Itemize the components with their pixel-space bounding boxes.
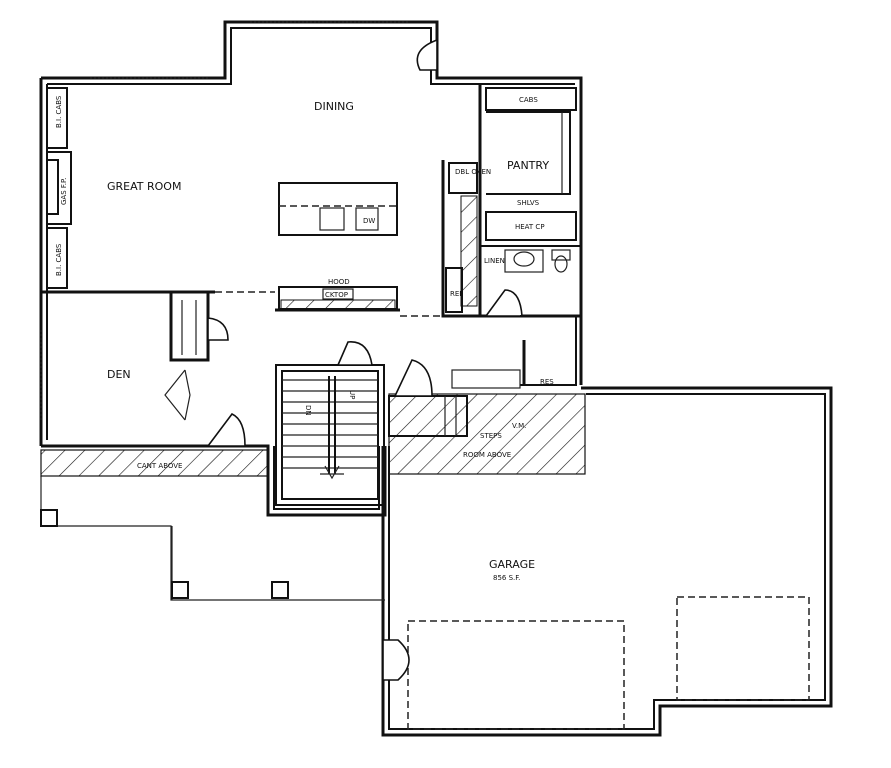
porch (40, 476, 385, 601)
fixture-labels: B.I. CABS GAS F.P. B.I. CABS CABS SHLVS … (55, 95, 554, 470)
great-room-interior (41, 38, 480, 318)
den-interior (40, 292, 246, 447)
dn-label: DN (304, 405, 312, 416)
bi-cabs-top-label: B.I. CABS (55, 95, 63, 128)
bi-cabs-bottom-label: B.I. CABS (55, 243, 63, 276)
garage-door-swing (382, 639, 410, 681)
cabs-label: CABS (519, 96, 538, 104)
room-above-label: ROOM ABOVE (463, 451, 511, 459)
shlvs-label: SHLVS (517, 199, 540, 207)
dw-label: DW (363, 217, 375, 225)
res-label: RES (540, 378, 554, 386)
garage-area-label: 856 S.F. (493, 574, 520, 582)
cktop-label: CKTOP (325, 291, 348, 299)
pantry-block (478, 84, 581, 386)
vm-label: V.M. (512, 422, 526, 430)
up-label: UP (348, 390, 356, 399)
hood-label: HOOD (328, 278, 350, 286)
gas-fp-label: GAS F.P. (60, 178, 68, 205)
den-label: DEN (107, 368, 131, 381)
heat-cp-label: HEAT CP (515, 223, 545, 231)
cant-above-label: CANT ABOVE (137, 462, 182, 470)
staircase (275, 341, 521, 506)
great-room-label: GREAT ROOM (107, 180, 181, 193)
linen-label: LINEN (484, 257, 505, 265)
dbl-oven-label: DBL OVEN (455, 168, 491, 176)
room-labels: DINING GREAT ROOM PANTRY DEN GARAGE 856 … (107, 100, 549, 582)
steps-label: STEPS (480, 432, 502, 440)
dining-label: DINING (314, 100, 354, 113)
cant-above-hatch (40, 449, 269, 477)
pantry-label: PANTRY (507, 159, 549, 172)
garage-walls (381, 386, 833, 737)
ref-label: REF (450, 290, 463, 298)
garage-label: GARAGE (489, 558, 535, 571)
